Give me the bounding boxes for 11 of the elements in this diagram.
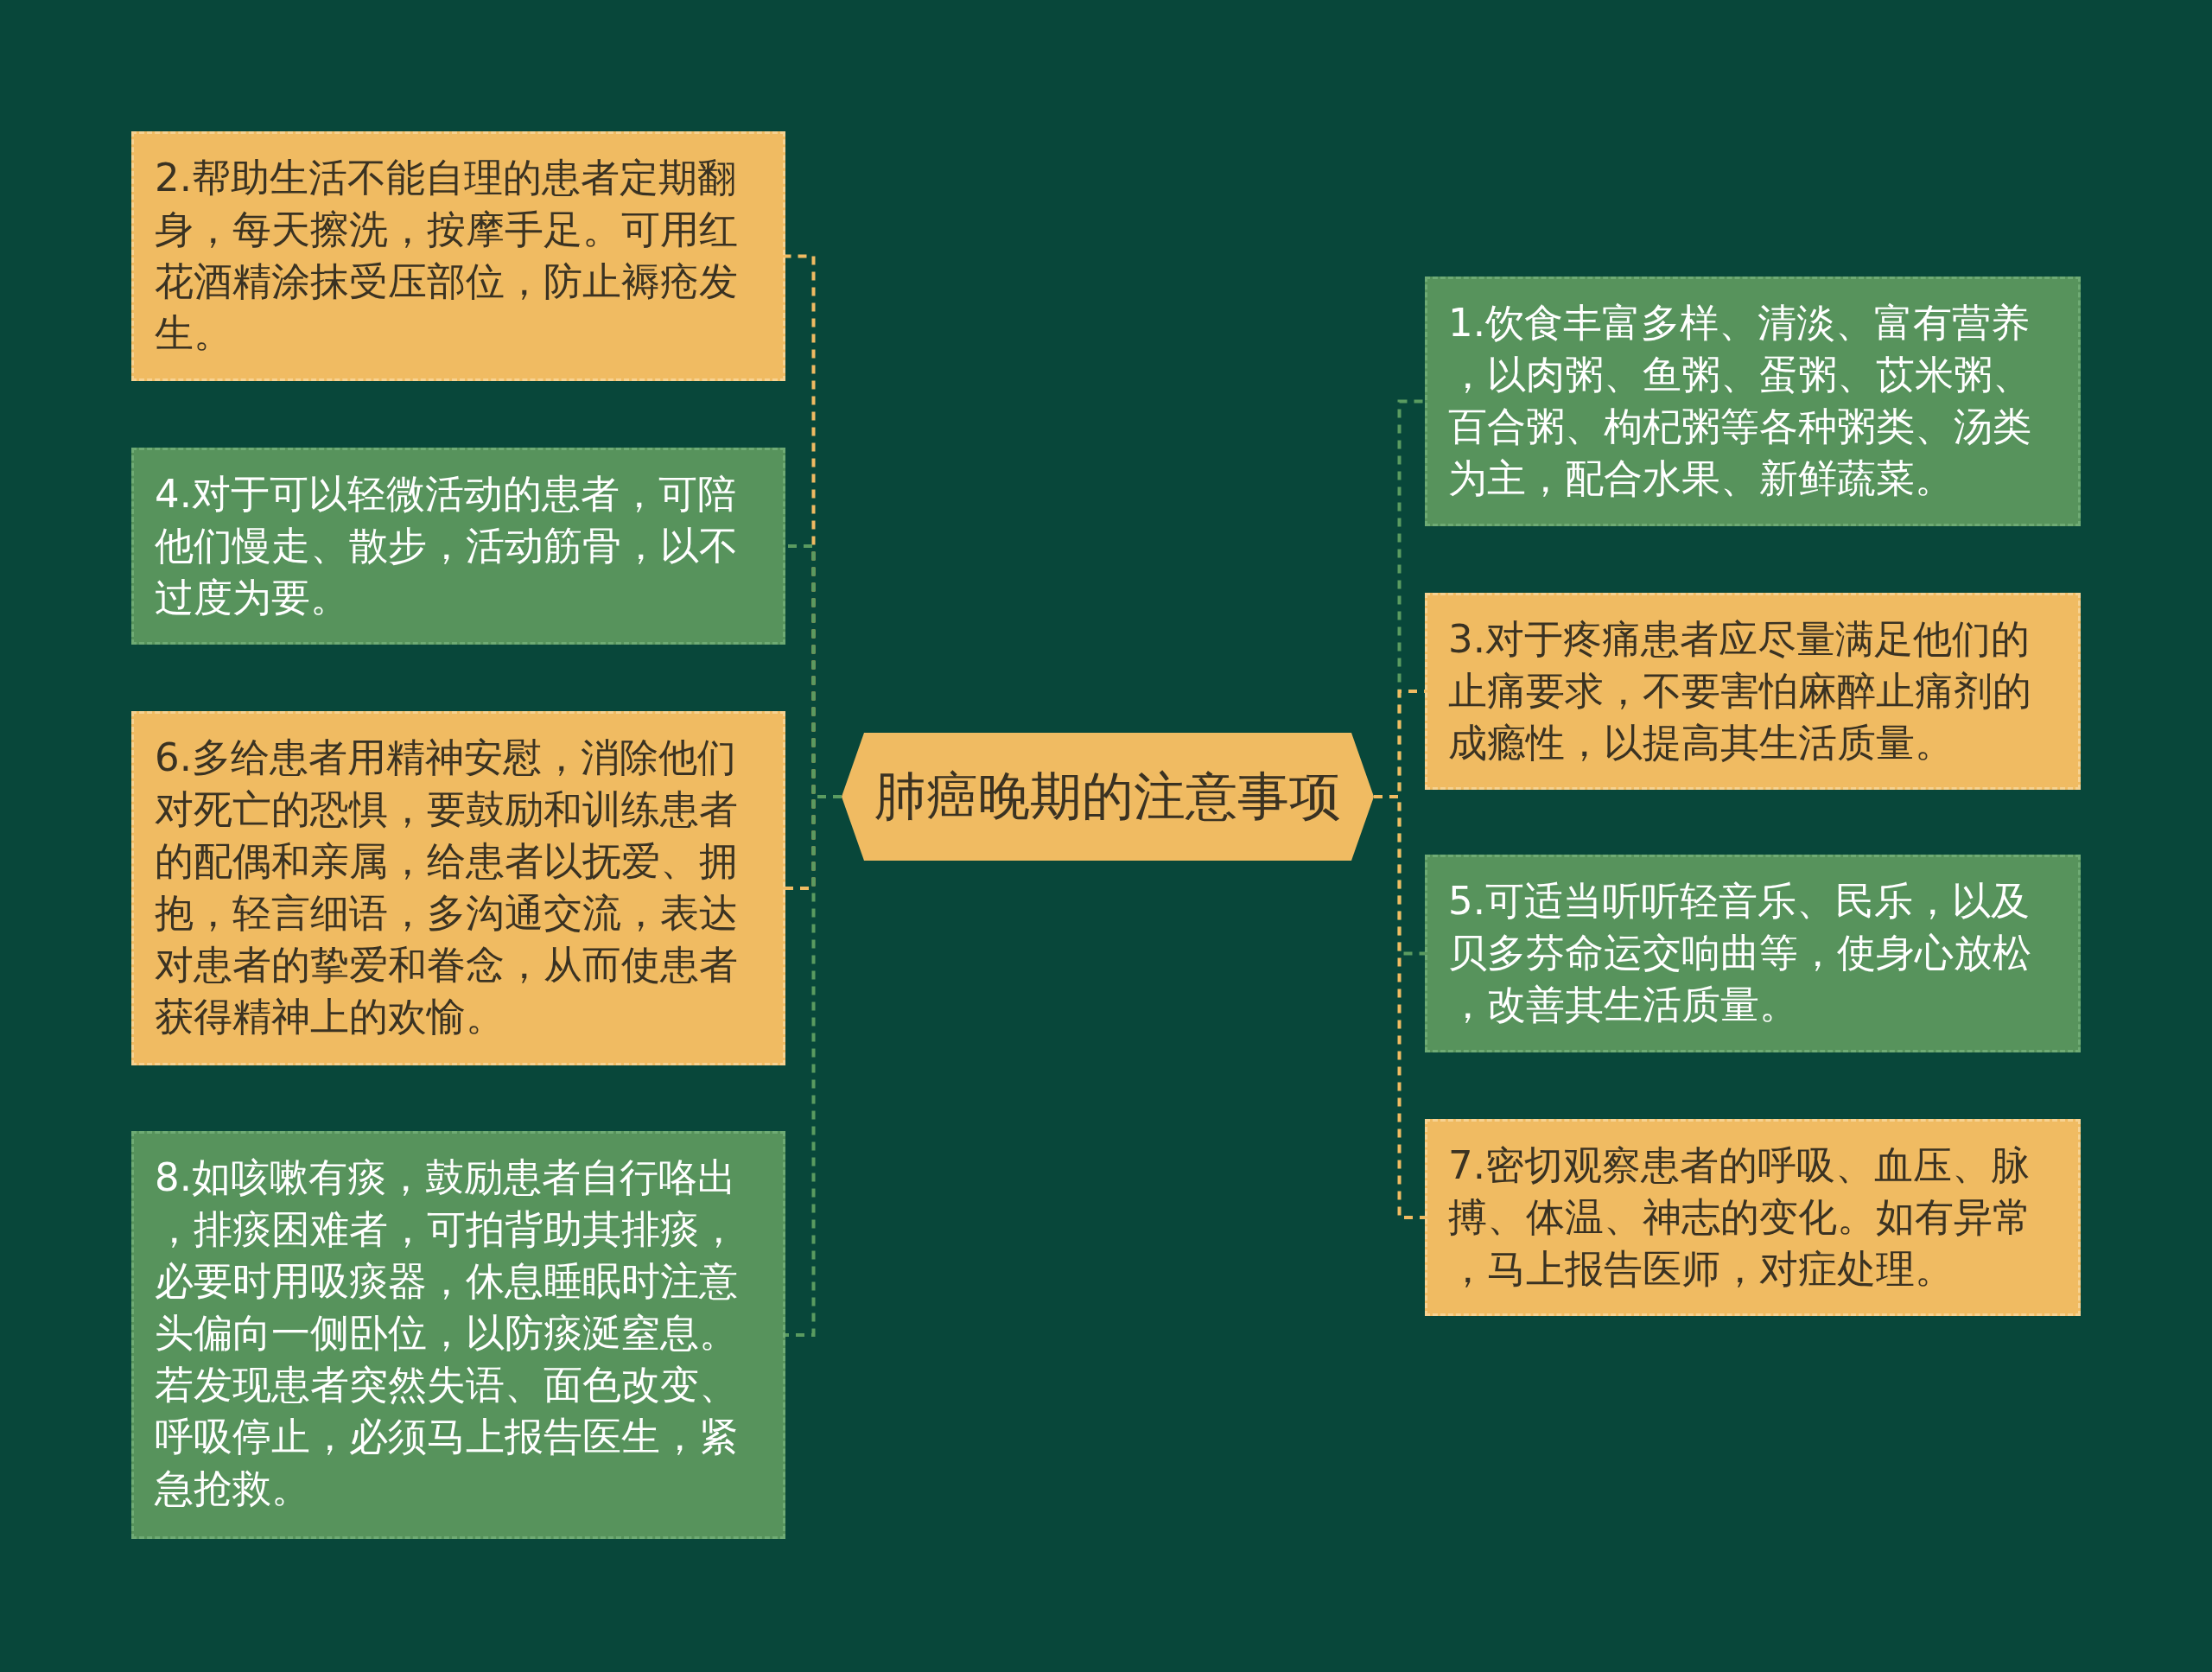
note-box: 3.对于疼痛患者应尽量满足他们的止痛要求，不要害怕麻醉止痛剂的成瘾性，以提高其生活质量。 xyxy=(1425,593,2081,790)
note-box: 7.密切观察患者的呼吸、血压、脉搏、体温、神志的变化。如有异常，马上报告医师，对症处理。 xyxy=(1425,1119,2081,1316)
note-box: 4.对于可以轻微活动的患者，可陪他们慢走、散步，活动筋骨，以不过度为要。 xyxy=(131,448,785,645)
note-box: 5.可适当听听轻音乐、民乐，以及贝多芬命运交响曲等，使身心放松，改善其生活质量。 xyxy=(1425,855,2081,1052)
note-box: 8.如咳嗽有痰，鼓励患者自行咯出，排痰困难者，可拍背助其排痰，必要时用吸痰器，休息睡眠时注意头偏向一侧卧位，以防痰涎窒息。若发现患者突然失语、面色改变、呼吸停止，必须马上报告医生，紧急抢救。 xyxy=(131,1131,785,1539)
note-box: 2.帮助生活不能自理的患者定期翻身，每天擦洗，按摩手足。可用红花酒精涂抹受压部位，防止褥疮发生。 xyxy=(131,131,785,381)
connector-line xyxy=(785,795,842,1337)
topic-hexagon: 肺癌晚期的注意事项 xyxy=(842,733,1374,861)
note-box: 6.多给患者用精神安慰，消除他们对死亡的恐惧，要鼓励和训练患者的配偶和亲属，给患者以抚爱、拥抱，轻言细语，多沟通交流，表达对患者的挚爱和眷念，从而使患者获得精神上的欢愉。 xyxy=(131,711,785,1065)
note-box: 1.饮食丰富多样、清淡、富有营养，以肉粥、鱼粥、蛋粥、苡米粥、百合粥、枸杞粥等各种粥类、汤类为主，配合水果、新鲜蔬菜。 xyxy=(1425,277,2081,526)
connector-line xyxy=(1374,795,1425,1219)
